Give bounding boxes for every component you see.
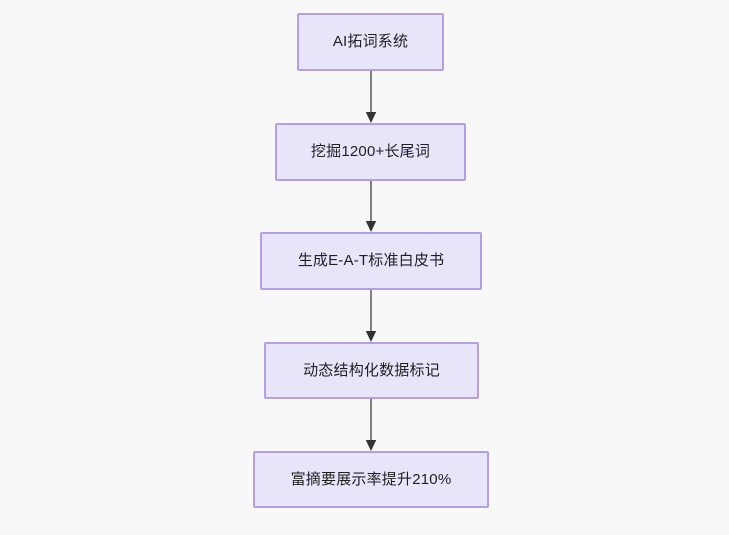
arrow-icon — [365, 71, 377, 123]
flow-node-rich-snippet-rate-increase[interactable]: 富摘要展示率提升210% — [253, 451, 489, 508]
flow-node-mine-longtail-keywords[interactable]: 挖掘1200+长尾词 — [275, 123, 466, 181]
flow-node-label: 动态结构化数据标记 — [303, 361, 440, 379]
flow-node-generate-eat-whitepaper[interactable]: 生成E-A-T标准白皮书 — [260, 232, 482, 290]
edge-node2-to-node3 — [364, 181, 378, 232]
arrow-icon — [365, 181, 377, 232]
arrow-icon — [365, 399, 377, 451]
flow-node-label: 挖掘1200+长尾词 — [310, 143, 431, 160]
edge-node1-to-node2 — [364, 71, 378, 123]
flow-node-label: 富摘要展示率提升210% — [290, 470, 452, 488]
flow-node-dynamic-structured-data-markup[interactable]: 动态结构化数据标记 — [264, 342, 479, 399]
edge-node3-to-node4 — [364, 290, 378, 342]
edge-node4-to-node5 — [364, 399, 378, 451]
flow-node-ai-keyword-system[interactable]: AI拓词系统 — [297, 13, 444, 71]
arrow-icon — [365, 290, 377, 342]
flow-node-label: 生成E-A-T标准白皮书 — [297, 252, 445, 269]
flow-node-label: AI拓词系统 — [332, 33, 409, 50]
